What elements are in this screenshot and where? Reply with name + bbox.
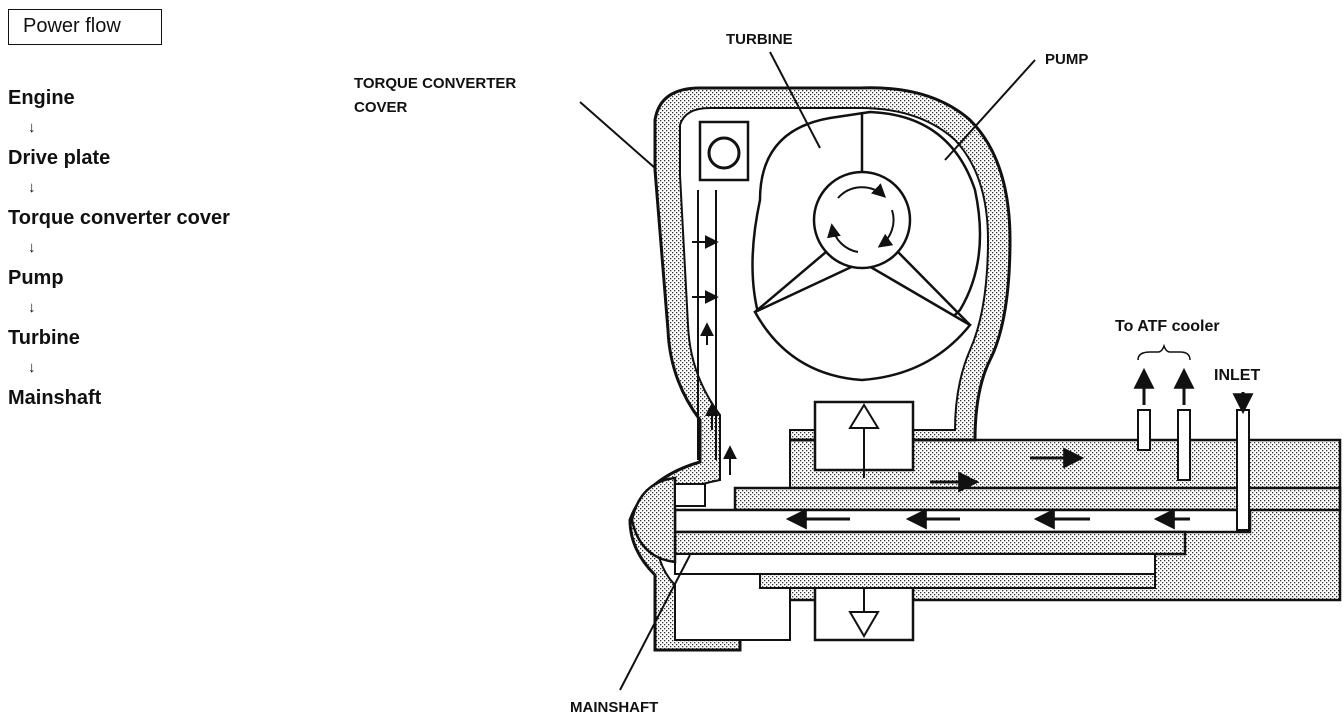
inlet-label: INLET xyxy=(1214,367,1260,384)
stator-flow-arrow xyxy=(837,183,887,199)
power-flow-title: Power flow xyxy=(8,9,162,45)
flow-step-turbine: Turbine xyxy=(8,327,80,349)
damper-spring xyxy=(707,136,741,170)
mainshaft-label: MAINSHAFT xyxy=(570,699,658,716)
flow-step-torque-converter-cover: Torque converter cover xyxy=(8,207,230,229)
flow-step-engine: Engine xyxy=(8,87,75,109)
down-arrow-icon: ↓ xyxy=(28,299,36,316)
stator-flow-arrow xyxy=(877,209,895,248)
down-arrow-icon: ↓ xyxy=(28,359,36,376)
down-arrow-icon: ↓ xyxy=(28,179,36,196)
stator-flow-arrow xyxy=(827,223,859,253)
cooler-brace xyxy=(1137,343,1191,361)
down-arrow-icon: ↓ xyxy=(28,119,36,136)
flow-step-drive-plate: Drive plate xyxy=(8,147,111,169)
mainshaft-oil-passage xyxy=(673,508,1252,534)
flow-step-mainshaft: Mainshaft xyxy=(8,387,102,409)
turbine-lower-section xyxy=(753,260,972,382)
turbine-label: TURBINE xyxy=(726,31,793,48)
down-arrow-icon: ↓ xyxy=(28,239,36,256)
pump-label: PUMP xyxy=(1045,51,1088,68)
mainshaft xyxy=(673,530,1187,556)
cover-label-line1: TORQUE CONVERTER xyxy=(354,75,516,92)
converter-hub xyxy=(630,476,677,564)
power-flow-list: Engine ↓ Drive plate ↓ Torque converter … xyxy=(8,86,230,410)
atf-cooler-label: To ATF cooler xyxy=(1115,318,1220,335)
cover-label-line2: COVER xyxy=(354,99,408,116)
flow-step-pump: Pump xyxy=(8,267,64,289)
